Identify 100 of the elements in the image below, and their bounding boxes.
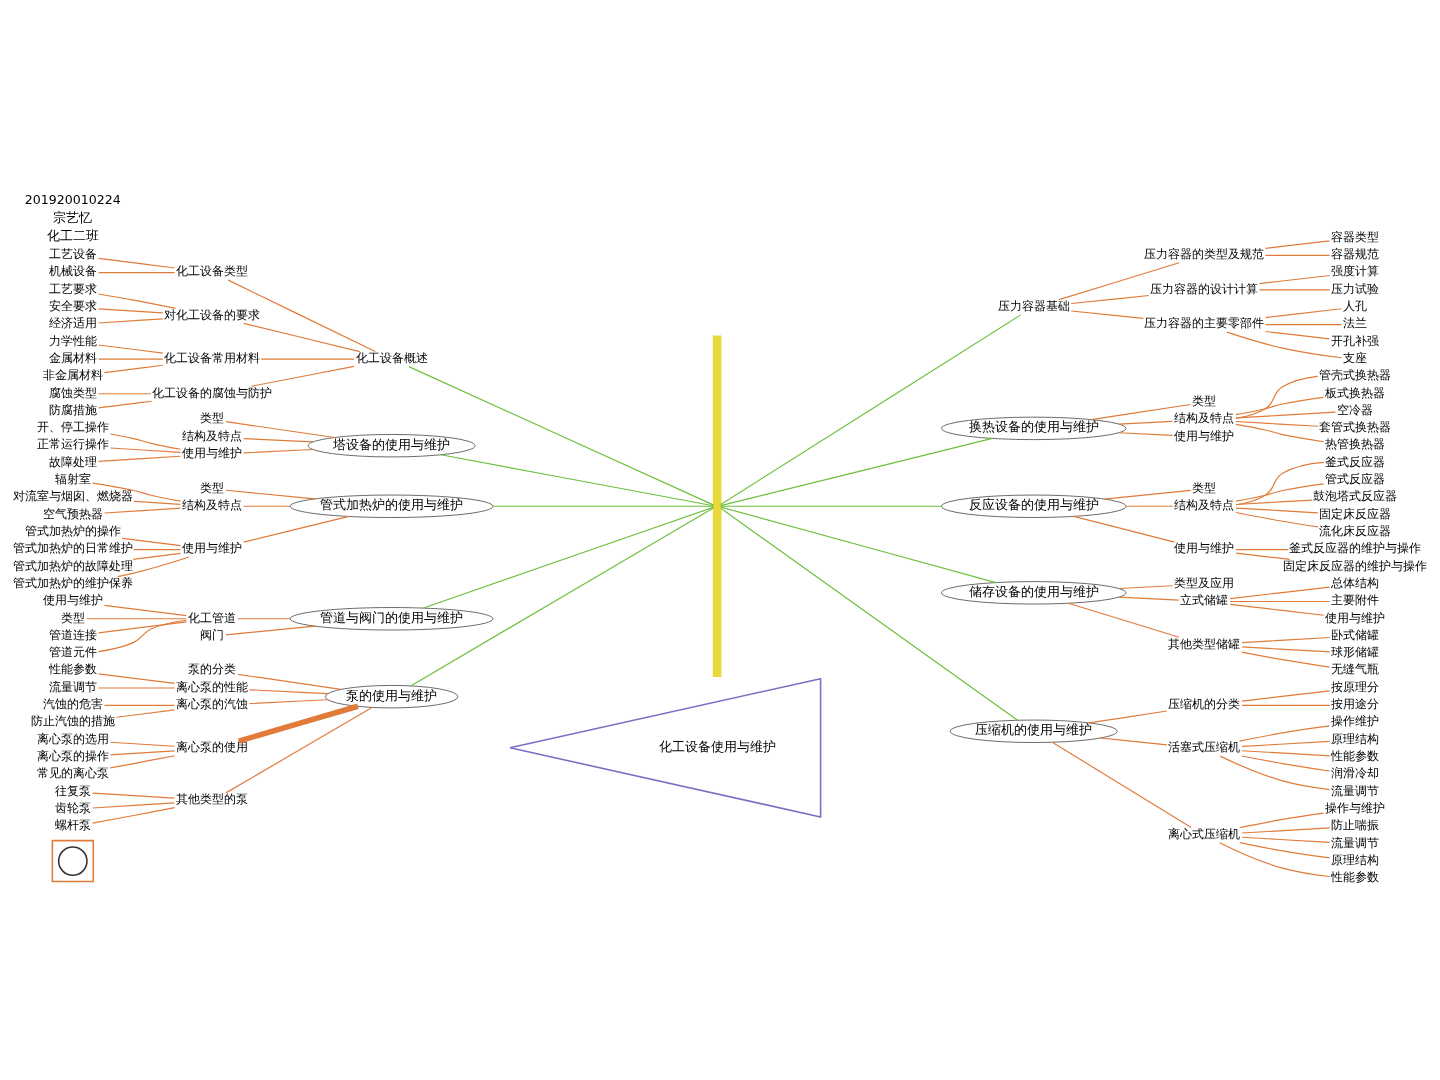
connector	[243, 448, 314, 453]
node-text: 工艺要求	[48, 281, 97, 296]
node-text: 活塞式压缩机	[1168, 739, 1241, 754]
connector	[97, 620, 187, 634]
connector	[1125, 505, 1174, 507]
connector	[1226, 331, 1343, 358]
node-text: 化工设备类型	[176, 263, 249, 278]
node-text: 固定床反应器	[1319, 506, 1392, 521]
connector	[1241, 740, 1331, 747]
node-text: 支座	[1343, 350, 1368, 365]
node-text: 机械设备	[48, 263, 97, 278]
connector	[133, 548, 181, 550]
connector	[225, 489, 316, 499]
node-text: 管式加热炉的操作	[24, 523, 121, 538]
node-text: 对流室与烟囱、燃烧器	[12, 488, 133, 503]
connector	[243, 322, 361, 352]
node-text: 管式反应器	[1325, 471, 1386, 486]
node-ellipse: 反应设备的使用与维护	[941, 494, 1127, 518]
connector	[720, 506, 997, 583]
connector	[225, 625, 316, 635]
node-text: 管壳式换热器	[1319, 367, 1392, 382]
connector	[720, 313, 1022, 505]
connector	[1067, 602, 1180, 638]
node-circle	[57, 845, 88, 876]
cluster	[51, 839, 95, 882]
connector	[1241, 754, 1331, 772]
node-text: 常见的离心泵	[36, 765, 109, 780]
node-text: 空气预热器	[42, 506, 103, 521]
connector	[103, 507, 182, 514]
node-text: 力学性能	[48, 333, 97, 348]
node-text: 套管式换热器	[1319, 419, 1392, 434]
connector	[97, 392, 152, 394]
node-text: 总体结构	[1331, 575, 1380, 590]
node-text: 泵的分类	[188, 661, 237, 676]
connector	[1118, 596, 1180, 601]
connector	[97, 307, 164, 313]
connector	[1235, 511, 1319, 527]
connector	[97, 257, 176, 269]
connector	[97, 317, 164, 324]
connector	[1099, 736, 1168, 745]
connector	[1235, 411, 1337, 419]
connector	[1235, 423, 1325, 442]
connector	[492, 505, 714, 507]
label: 化工二班	[46, 227, 99, 243]
connector	[243, 515, 350, 543]
node-text: 结构及特点	[1174, 410, 1235, 425]
node-text: 其他类型储罐	[1168, 636, 1241, 650]
connector	[1088, 709, 1168, 723]
connector	[97, 358, 164, 360]
node-text: 螺杆泵	[54, 817, 91, 832]
connector	[1235, 507, 1319, 513]
connector	[1241, 749, 1331, 756]
node-text: 类型	[1192, 480, 1217, 495]
node-text: 离心泵的汽蚀	[176, 696, 249, 711]
connector	[1241, 636, 1331, 643]
node-text: 釜式反应器的维护与操作	[1289, 540, 1422, 555]
connector	[1264, 239, 1331, 249]
node-text: 管道元件	[48, 644, 97, 659]
node-text: 类型	[1192, 393, 1217, 408]
node-text: 法兰	[1343, 315, 1368, 330]
connector	[237, 703, 359, 744]
connector	[92, 801, 176, 809]
connector	[1239, 812, 1325, 828]
connector	[1235, 461, 1325, 505]
connector	[720, 437, 993, 506]
node-text: 热管换热器	[1325, 436, 1386, 451]
node-text: 使用与维护	[1174, 428, 1235, 443]
node-text: 阀门	[200, 627, 225, 642]
connector	[1219, 841, 1331, 877]
node-text: 压力容器基础	[997, 298, 1070, 313]
connector	[1241, 836, 1331, 843]
connector	[97, 455, 182, 462]
connector	[1118, 584, 1174, 589]
connector	[1264, 330, 1331, 340]
node-text: 离心式压缩机	[1168, 826, 1241, 841]
node-ellipse: 管道与阀门的使用与维护	[289, 606, 494, 630]
connector	[1235, 396, 1325, 415]
connector	[1070, 309, 1144, 319]
connector	[109, 741, 176, 747]
node-text: 流量调节	[1331, 835, 1380, 850]
node-text: 化工设备常用材料	[164, 350, 261, 365]
connector	[103, 364, 164, 373]
node-text: 管式加热炉的维护保养	[12, 575, 133, 590]
connector	[408, 365, 714, 505]
node-text: 压力容器的主要零部件	[1144, 315, 1265, 330]
connector	[97, 400, 153, 409]
connector	[109, 446, 182, 453]
connector	[92, 482, 182, 502]
node-text: 使用与维护	[1174, 540, 1235, 555]
connector	[720, 505, 942, 507]
node-text: 防腐措施	[48, 402, 97, 417]
connector	[109, 749, 176, 755]
node-text: 金属材料	[48, 350, 97, 365]
node-text: 经济适用	[48, 315, 97, 330]
node-text: 使用与维护	[1325, 610, 1386, 625]
connector	[1239, 724, 1331, 742]
node-text: 压力容器的设计计算	[1150, 281, 1259, 296]
node-text: 容器类型	[1331, 229, 1380, 244]
node-text: 对化工设备的要求	[164, 307, 261, 322]
node-text: 人孔	[1343, 298, 1368, 313]
